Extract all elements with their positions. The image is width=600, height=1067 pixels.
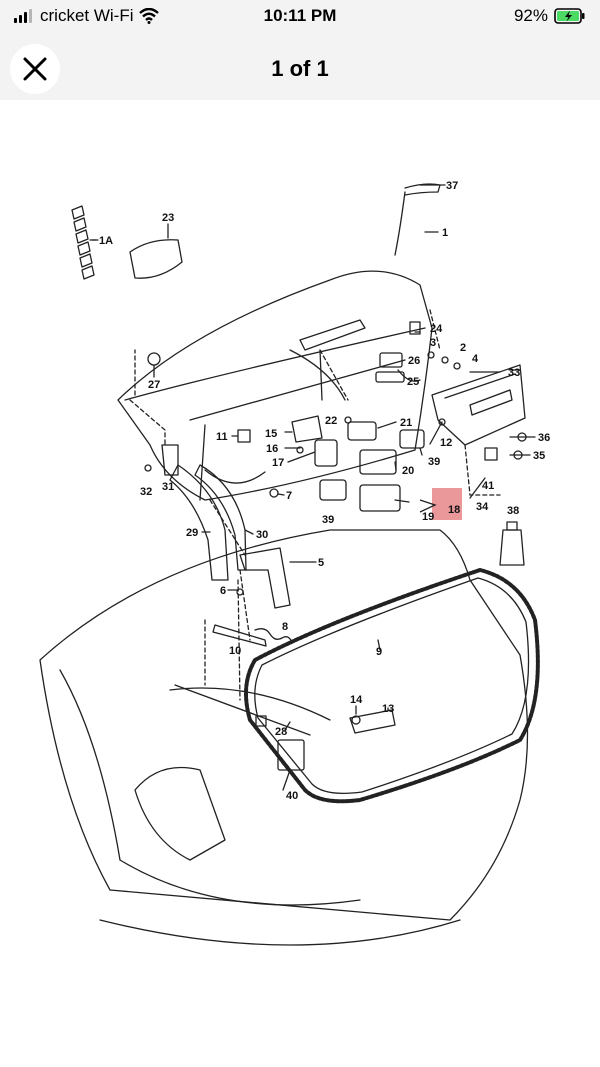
bolt-7 — [269, 488, 279, 498]
label-38: 38 — [507, 505, 519, 517]
lock-17 — [314, 439, 338, 467]
label-23: 23 — [162, 212, 174, 224]
clip-set-1a — [71, 205, 99, 280]
label-2: 2 — [460, 342, 466, 354]
seal-30 — [194, 464, 247, 571]
light-39a — [399, 429, 425, 449]
trunk-opening-seal — [244, 568, 540, 804]
seal-29 — [169, 464, 229, 581]
label-36: 36 — [538, 432, 550, 444]
label-15: 15 — [265, 428, 277, 440]
bolt-16 — [296, 446, 304, 454]
label-34: 34 — [476, 501, 489, 513]
status-bar: cricket Wi-Fi 10:11 PM 92% — [0, 0, 600, 36]
box-40 — [277, 739, 305, 771]
status-left: cricket Wi-Fi — [14, 6, 160, 26]
bolt-22 — [344, 416, 352, 424]
bolt-14 — [351, 715, 361, 725]
hinge-bracket-5 — [239, 547, 291, 609]
label-25: 25 — [407, 376, 419, 388]
label-28: 28 — [275, 726, 287, 738]
module-18 — [359, 484, 401, 512]
label-27: 27 — [148, 379, 160, 391]
car-body — [39, 529, 529, 921]
bolt-12 — [438, 418, 446, 426]
label-12: 12 — [440, 437, 452, 449]
gas-strut-10 — [212, 624, 267, 647]
highlight-18 — [432, 488, 462, 520]
light-39b — [319, 479, 347, 501]
label-19: 19 — [422, 511, 434, 523]
part-26 — [379, 352, 403, 368]
image-viewer[interactable]: 37 1 23 1A 24 3 2 26 4 25 33 27 22 21 12… — [0, 100, 600, 1067]
label-26: 26 — [408, 355, 420, 367]
nav-bar: 1 of 1 — [0, 36, 600, 100]
lock-13 — [349, 709, 396, 734]
label-16: 16 — [266, 443, 278, 455]
label-17: 17 — [272, 457, 284, 469]
clip-28 — [255, 715, 267, 727]
label-22: 22 — [325, 415, 337, 427]
spring-8 — [254, 628, 293, 643]
label-40: 40 — [286, 790, 298, 802]
label-4: 4 — [472, 353, 479, 365]
label-13: 13 — [382, 703, 394, 715]
clip-11 — [237, 429, 251, 443]
label-30: 30 — [256, 529, 268, 541]
bracket-15 — [291, 415, 323, 443]
label-41: 41 — [482, 480, 494, 492]
bolt-4 — [453, 362, 461, 370]
label-37: 37 — [446, 180, 458, 192]
label-3: 3 — [430, 337, 436, 349]
switch-21 — [347, 421, 377, 441]
label-8: 8 — [282, 621, 288, 633]
label-6: 6 — [220, 585, 226, 597]
parts-diagram[interactable]: 37 1 23 1A 24 3 2 26 4 25 33 27 22 21 12… — [0, 100, 600, 1067]
label-14: 14 — [350, 694, 363, 706]
label-31: 31 — [162, 481, 174, 493]
wifi-icon — [139, 8, 160, 24]
battery-percent: 92% — [513, 6, 548, 25]
label-1a: 1A — [99, 235, 113, 247]
label-33: 33 — [508, 367, 520, 379]
carrier-name: cricket Wi-Fi — [40, 6, 134, 25]
label-24: 24 — [430, 323, 443, 335]
sensor-24 — [409, 321, 421, 335]
bracket-31 — [161, 444, 179, 476]
bumper-41 — [484, 447, 498, 461]
bolt-2 — [441, 356, 449, 364]
light-20 — [359, 449, 397, 475]
label-1: 1 — [442, 227, 448, 239]
label-18: 18 — [448, 504, 460, 516]
close-icon — [23, 57, 47, 81]
label-11: 11 — [216, 431, 228, 443]
label-5: 5 — [318, 557, 324, 569]
battery-charging-icon — [554, 8, 585, 24]
signal-icon — [14, 9, 32, 23]
label-21: 21 — [400, 417, 412, 429]
trunk-lid — [117, 270, 433, 501]
status-right: 92% — [514, 6, 586, 26]
status-time: 10:11 PM — [263, 6, 337, 25]
label-20: 20 — [402, 465, 414, 477]
page-counter: 1 of 1 — [271, 56, 329, 81]
label-29: 29 — [186, 527, 198, 539]
close-button[interactable] — [10, 44, 60, 94]
plug-27 — [147, 352, 161, 366]
label-7: 7 — [286, 490, 292, 502]
strip-25 — [375, 371, 405, 383]
label-39-upper: 39 — [428, 456, 440, 468]
bottle-38 — [499, 529, 525, 566]
label-9: 9 — [376, 646, 382, 658]
bolt-3 — [427, 351, 435, 359]
label-35: 35 — [533, 450, 545, 462]
label-39-lower: 39 — [322, 514, 334, 526]
spoiler — [404, 183, 441, 196]
license-plate-holder — [431, 364, 526, 446]
label-32: 32 — [140, 486, 152, 498]
label-10: 10 — [229, 645, 241, 657]
badge-23 — [129, 239, 183, 279]
bolt-32 — [144, 464, 152, 472]
